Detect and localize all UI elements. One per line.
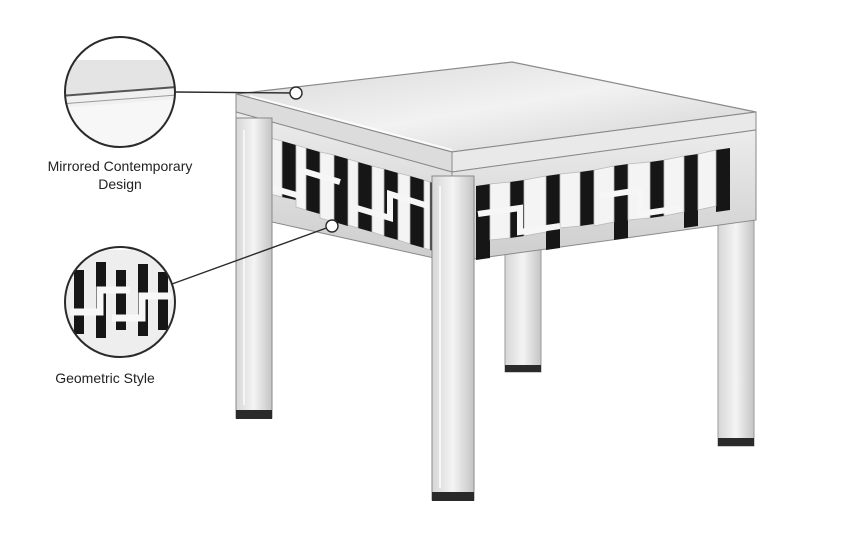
mirrored-design-label-line1: Mirrored Contemporary — [47, 158, 193, 174]
right-apron-fretwork — [451, 129, 757, 263]
mirrored-callout-dot — [289, 86, 303, 100]
mirrored-design-label: Mirrored Contemporary Design — [30, 157, 210, 193]
mirrored-top-zoom-circle — [64, 36, 176, 148]
geometric-callout-line — [171, 225, 333, 285]
mirrored-design-label-line2: Design — [98, 176, 142, 192]
front-leg-left — [235, 117, 273, 419]
mirrored-callout-line — [174, 91, 297, 94]
geometric-zoom-circle — [64, 246, 176, 358]
geometric-style-label: Geometric Style — [55, 370, 155, 386]
front-leg-corner — [431, 175, 475, 501]
geometric-callout-dot — [325, 219, 339, 233]
